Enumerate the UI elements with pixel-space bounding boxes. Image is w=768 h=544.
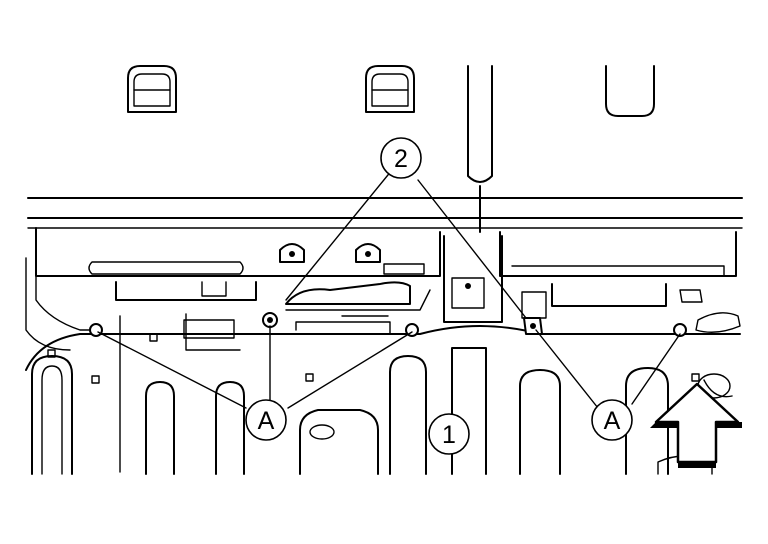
floor-panel (25, 313, 741, 475)
callout-a-left-label: A (258, 407, 275, 435)
upper-tie-down-loops (127, 65, 655, 117)
left-housing (25, 227, 441, 351)
callout-a-left: A (245, 399, 287, 441)
vertical-rod (467, 65, 493, 233)
callout-2-label: 2 (394, 145, 408, 173)
callout-a-right: A (591, 399, 633, 441)
callout-2: 2 (380, 137, 422, 179)
leader-lines (97, 169, 681, 409)
bracket-left (285, 281, 431, 335)
right-housing (499, 231, 741, 333)
bolts (89, 312, 687, 337)
callout-1: 1 (428, 413, 470, 455)
cross-member (27, 197, 743, 229)
center-block (443, 235, 503, 323)
callout-a-right-label: A (604, 407, 621, 435)
callout-1-label: 1 (442, 421, 456, 449)
front-arrow-icon (650, 382, 742, 468)
